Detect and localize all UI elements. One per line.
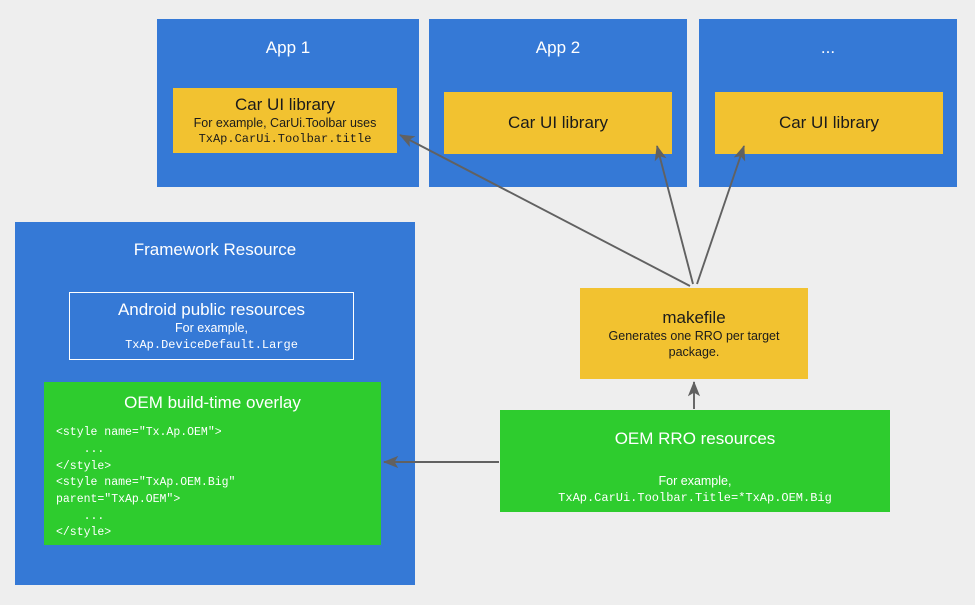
framework-resource-title: Framework Resource — [133, 240, 297, 259]
oem-build-time-overlay-title: OEM build-time overlay — [124, 393, 301, 412]
app1-car-ui-library-subtitle: For example, CarUi.Toolbar uses — [193, 115, 377, 130]
appn-car-ui-library-title: Car UI library — [778, 113, 880, 133]
android-public-resources-subtitle: For example, — [175, 321, 248, 336]
oem-rro-resources-code: TxAp.CarUi.Toolbar.Title=*TxAp.OEM.Big — [558, 490, 832, 505]
app-title-n: ... — [820, 38, 836, 57]
android-public-resources-code: TxAp.DeviceDefault.Large — [125, 337, 298, 352]
oem-build-time-overlay-code: <style name="Tx.Ap.OEM"> ... </style> <s… — [56, 426, 236, 540]
android-public-resources-title: Android public resources — [117, 300, 306, 320]
oem-rro-resources-box: OEM RRO resources For example, TxAp.CarU… — [500, 410, 890, 512]
makefile-title: makefile — [662, 307, 726, 327]
app2-car-ui-library-title: Car UI library — [507, 113, 609, 133]
oem-rro-resources-title: OEM RRO resources — [614, 429, 776, 448]
makefile-subtitle: Generates one RRO per target package. — [608, 328, 780, 360]
app1-car-ui-library: Car UI library For example, CarUi.Toolba… — [173, 88, 397, 153]
app1-car-ui-library-code: TxAp.CarUi.Toolbar.title — [198, 132, 372, 147]
appn-car-ui-library: Car UI library — [715, 92, 943, 154]
makefile-box: makefile Generates one RRO per target pa… — [580, 288, 808, 379]
android-public-resources-box: Android public resources For example, Tx… — [69, 292, 354, 360]
app1-car-ui-library-title: Car UI library — [234, 94, 336, 114]
app2-car-ui-library: Car UI library — [444, 92, 672, 154]
app-title-1: App 1 — [265, 38, 311, 57]
oem-build-time-overlay-box: OEM build-time overlay <style name="Tx.A… — [44, 382, 381, 545]
app-title-2: App 2 — [535, 38, 581, 57]
oem-rro-resources-subtitle: For example, — [658, 474, 732, 489]
